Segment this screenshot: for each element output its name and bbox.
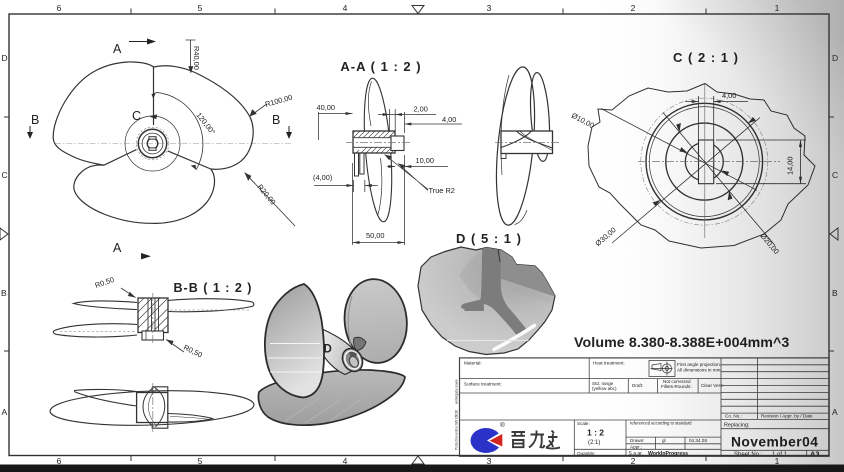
svg-text:4: 4 (343, 3, 348, 13)
svg-text:A: A (832, 407, 838, 417)
svg-text:B: B (832, 288, 838, 298)
svg-text:1: 1 (775, 456, 780, 466)
svg-text:6: 6 (57, 3, 62, 13)
svg-text:6: 6 (57, 456, 62, 466)
svg-text:D: D (2, 53, 8, 63)
svg-text:C: C (2, 170, 8, 180)
svg-text:3: 3 (487, 3, 492, 13)
svg-text:C: C (832, 170, 838, 180)
svg-text:3: 3 (487, 456, 492, 466)
svg-text:1: 1 (775, 3, 780, 13)
svg-text:5: 5 (198, 456, 203, 466)
svg-text:2: 2 (631, 3, 636, 13)
svg-text:5: 5 (198, 3, 203, 13)
svg-text:4: 4 (343, 456, 348, 466)
svg-text:D: D (832, 53, 838, 63)
svg-text:B: B (1, 288, 7, 298)
svg-text:2: 2 (631, 456, 636, 466)
svg-text:A: A (2, 407, 8, 417)
